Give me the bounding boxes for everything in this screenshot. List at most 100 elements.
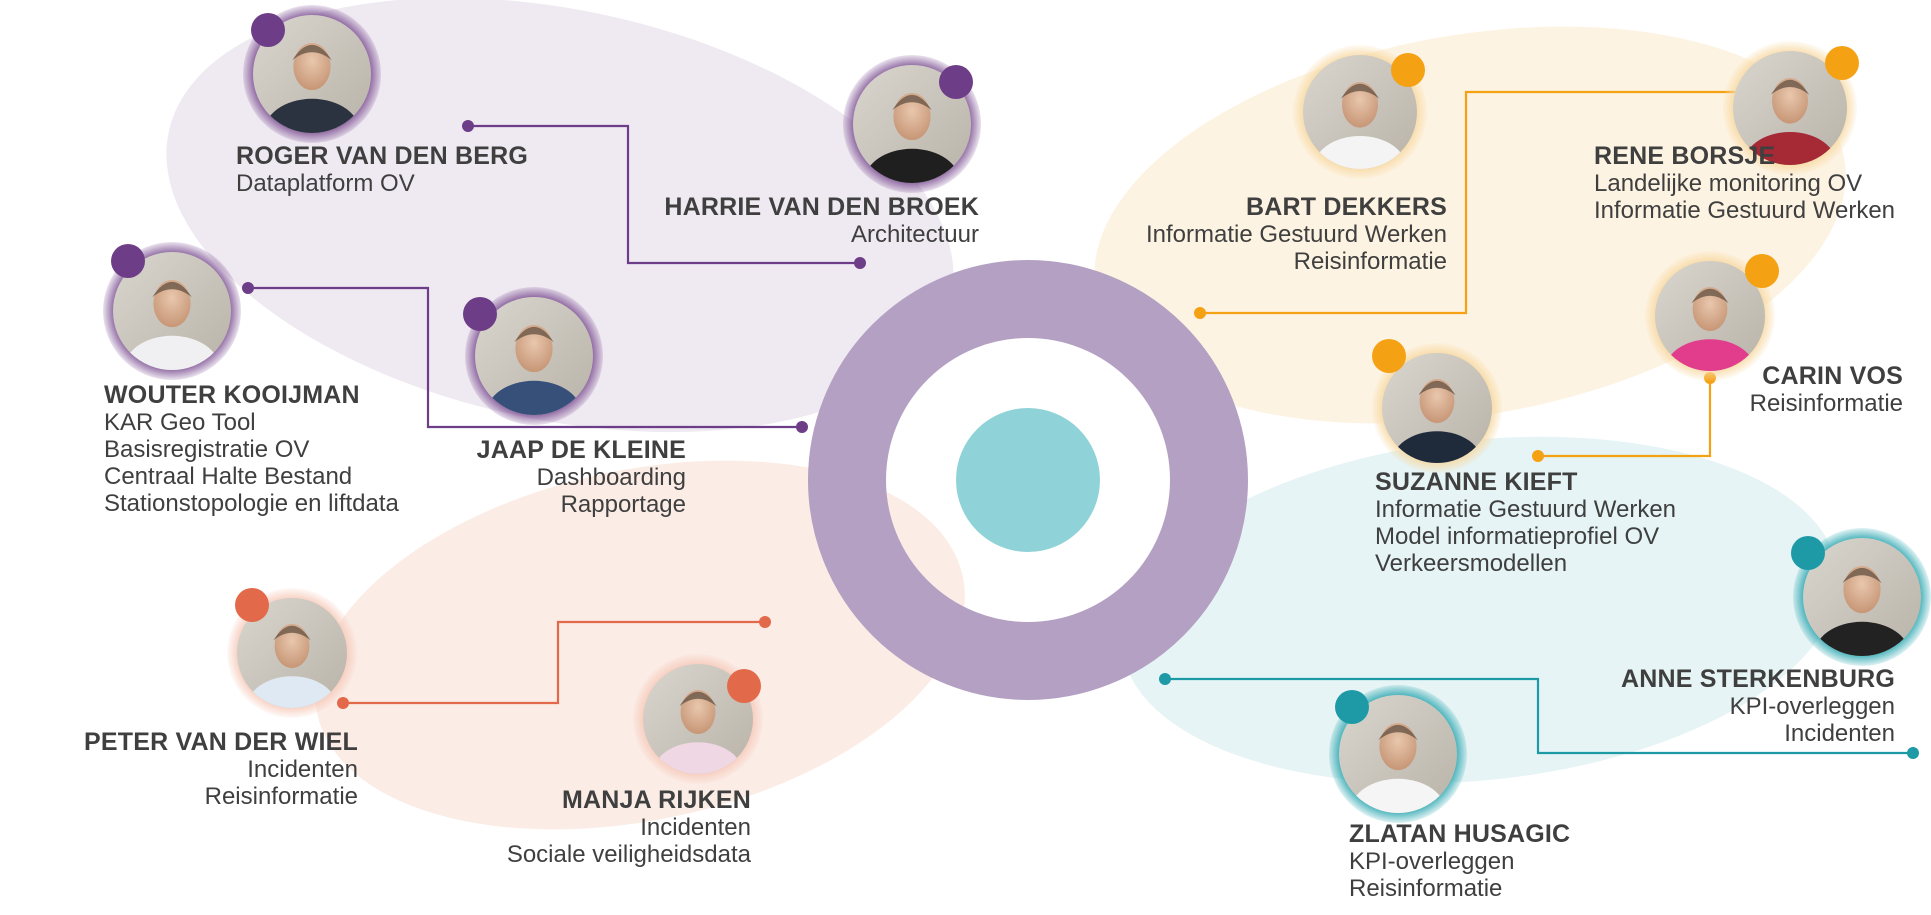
center-dot-icon (956, 408, 1100, 552)
connector-dot (1532, 450, 1544, 462)
group-badge-icon (463, 297, 497, 331)
avatar-carin (1645, 251, 1779, 381)
group-badge-icon (939, 65, 973, 99)
group-badge-icon (111, 244, 145, 278)
person-photo-icon (1664, 287, 1756, 371)
person-role: Dataplatform OV (236, 170, 415, 197)
person-roger: ROGER VAN DEN BERG Dataplatform OV (236, 142, 528, 197)
person-photo-icon (1813, 566, 1911, 656)
person-name: RENE BORSJE (1594, 142, 1776, 170)
person-name: PETER VAN DER WIEL (84, 728, 358, 756)
avatar-harrie (843, 55, 981, 193)
connector-dot (337, 697, 349, 709)
person-photo-icon (263, 43, 361, 133)
person-name: CARIN VOS (1762, 362, 1903, 390)
donut-ring-icon (808, 260, 1248, 700)
person-bart: BART DEKKERS Informatie Gestuurd Werken … (1146, 193, 1447, 275)
avatar-peter (227, 588, 357, 718)
person-role: Informatie Gestuurd Werken (1375, 496, 1677, 523)
group-badge-icon (1791, 536, 1825, 570)
person-photo-icon (1349, 723, 1447, 813)
person-role: Incidenten (247, 756, 358, 783)
person-role: Informatie Gestuurd Werken (1145, 221, 1447, 248)
center-graphic (808, 260, 1248, 700)
teal-group-blob (1121, 436, 1839, 784)
avatar-zlatan (1329, 685, 1467, 823)
connector-dot (462, 120, 474, 132)
group-badge-icon (1335, 690, 1369, 724)
group-badge-icon (1372, 339, 1406, 373)
person-name: BART DEKKERS (1245, 193, 1447, 221)
person-name: JAAP DE KLEINE (476, 436, 686, 464)
group-badge-icon (251, 13, 285, 47)
person-role: Reisinformatie (1293, 248, 1447, 275)
person-photo-icon (123, 280, 221, 370)
person-name: ANNE STERKENBURG (1620, 665, 1895, 693)
person-role: Model informatieprofiel OV (1375, 523, 1660, 550)
person-photo-icon (1391, 379, 1483, 463)
avatar-wouter (103, 242, 241, 380)
connector-dot (1159, 673, 1171, 685)
person-role: Reisinformatie (1749, 390, 1903, 417)
person-role: Landelijke monitoring OV (1594, 170, 1863, 197)
person-role: KPI-overleggen (1349, 848, 1515, 875)
connector-suzanne-carin (1538, 378, 1712, 458)
person-photo-icon (1313, 82, 1407, 169)
person-role: Reisinformatie (204, 783, 358, 810)
connector-peter-manja (343, 620, 765, 705)
group-badge-icon (235, 588, 269, 622)
connector-dot (242, 282, 254, 294)
person-manja: MANJA RIJKEN Incidenten Sociale veilighe… (507, 786, 751, 868)
group-badge-icon (727, 669, 761, 703)
connector-dot (796, 421, 808, 433)
person-role: KPI-overleggen (1729, 693, 1895, 720)
connector-zlatan-anne (1165, 677, 1913, 755)
avatar-suzanne (1372, 339, 1502, 473)
person-anne: ANNE STERKENBURG KPI-overleggen Incident… (1621, 665, 1895, 747)
person-role: Stationstopologie en liftdata (104, 490, 399, 517)
person-role: Incidenten (640, 814, 751, 841)
avatars (103, 5, 1931, 823)
person-role: Centraal Halte Bestand (104, 463, 353, 490)
person-harrie: HARRIE VAN DEN BROEK Architectuur (664, 193, 979, 248)
person-suzanne: SUZANNE KIEFT Informatie Gestuurd Werken… (1375, 468, 1676, 577)
person-role: Informatie Gestuurd Werken (1594, 197, 1896, 224)
person-photo-icon (1743, 78, 1837, 165)
connectors (242, 86, 1919, 759)
person-role: Dashboarding (536, 464, 686, 491)
avatar-bart (1293, 45, 1427, 179)
person-role: Sociale veiligheidsdata (506, 841, 751, 868)
person-zlatan: ZLATAN HUSAGIC KPI-overleggen Reisinform… (1349, 820, 1570, 902)
connector-roger-harrie (468, 124, 860, 265)
person-carin: CARIN VOS Reisinformatie (1750, 362, 1903, 417)
person-role: Incidenten (1784, 720, 1895, 747)
connector-dot (1907, 747, 1919, 759)
person-photo-icon (863, 93, 961, 183)
avatar-rene (1723, 41, 1859, 175)
person-role: Rapportage (560, 491, 686, 518)
group-badge-icon (1745, 254, 1779, 288)
avatar-roger (243, 5, 381, 143)
avatar-anne (1791, 528, 1931, 666)
person-name: MANJA RIJKEN (562, 786, 751, 814)
avatar-manja (633, 654, 763, 784)
person-photo-icon (246, 624, 338, 708)
person-name: WOUTER KOOIJMAN (104, 381, 360, 409)
group-badge-icon (1391, 53, 1425, 87)
person-rene: RENE BORSJE Landelijke monitoring OV Inf… (1594, 142, 1895, 224)
coral-group-blob (315, 460, 965, 830)
person-photo-icon (652, 690, 744, 774)
background-blobs (166, 0, 1846, 830)
person-role: Reisinformatie (1349, 875, 1503, 902)
person-name: ZLATAN HUSAGIC (1349, 820, 1571, 848)
person-jaap: JAAP DE KLEINE Dashboarding Rapportage (477, 436, 686, 518)
person-role: KAR Geo Tool (104, 409, 256, 436)
connector-dot (1194, 307, 1206, 319)
connector-dot (854, 257, 866, 269)
person-wouter: WOUTER KOOIJMAN KAR Geo Tool Basisregist… (104, 381, 399, 517)
person-name: SUZANNE KIEFT (1375, 468, 1578, 496)
avatar-jaap (463, 287, 603, 425)
person-name: HARRIE VAN DEN BROEK (664, 193, 979, 221)
person-name: ROGER VAN DEN BERG (236, 142, 529, 170)
